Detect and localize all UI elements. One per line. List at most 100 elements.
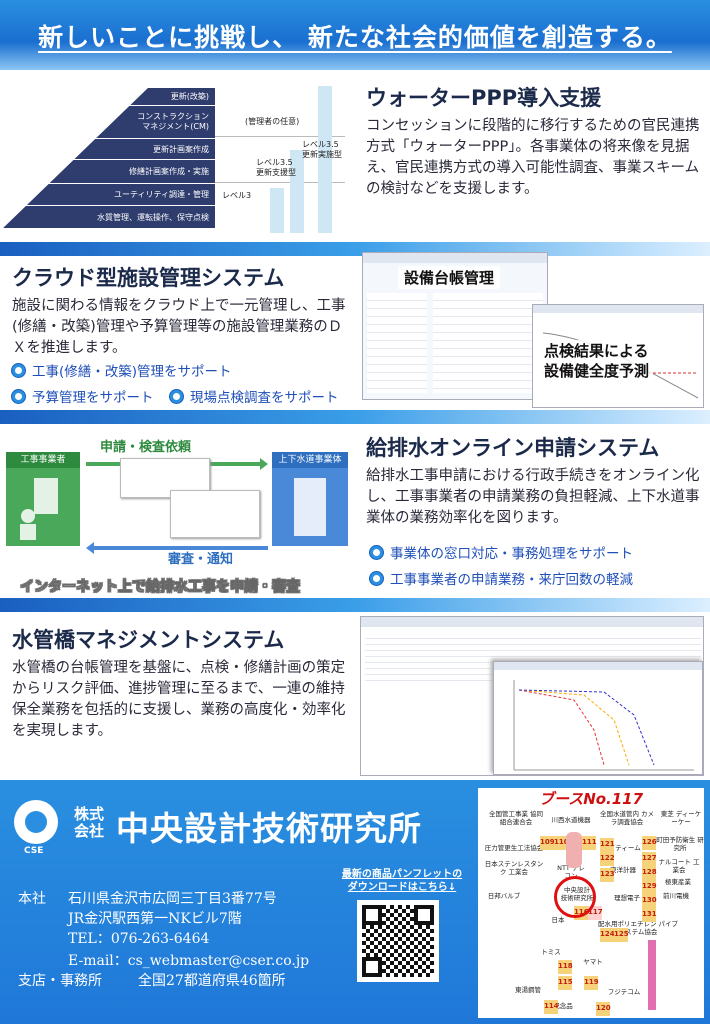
branch-label: 支店・事務所	[18, 973, 102, 989]
ledger-label: 設備台帳管理	[398, 266, 501, 289]
cloud-bullet-1: 工事(修繕・改築)管理をサポート	[12, 360, 232, 380]
cloud-bullet-3: 現場点検調査をサポート	[170, 386, 339, 406]
logo-text: CSE	[24, 846, 44, 856]
utility-label: 上下水道事業体	[272, 452, 348, 468]
map-label: ナルコート 工業会	[658, 858, 700, 874]
pyramid-note-level3: レベル3	[222, 191, 252, 200]
booth-tag: 130	[642, 894, 657, 908]
contractor-icon	[20, 478, 58, 540]
booth-map: ブースNo.117 全国管工事業 協同組合連合会 川西水道機器 全国水道管内 カ…	[478, 788, 704, 1018]
branch-value: 全国27都道府県46箇所	[138, 973, 286, 989]
bullet-icon	[12, 363, 25, 377]
cloud-title: クラウド型施設管理システム	[12, 266, 285, 290]
bridge-screenshot	[360, 616, 704, 776]
booth-tag: 128	[642, 866, 657, 880]
bridge-title: 水管橋マネジメントシステム	[12, 628, 285, 652]
pyramid-note-level35b: レベル3.5 更新実施型	[302, 140, 342, 159]
booth-tag: 120	[596, 1002, 611, 1016]
booth-tag: 125	[614, 928, 629, 942]
bullet-icon	[12, 389, 25, 403]
map-label: 日本ステンレスタンク 工業会	[484, 860, 544, 876]
contractor-box	[6, 468, 80, 546]
section-divider	[0, 598, 710, 612]
booth-tag: 124	[600, 928, 615, 942]
map-label: フジテコム	[607, 988, 641, 996]
page-title: 新しいことに挑戦し、 新たな社会的価値を創造する。	[38, 23, 672, 52]
review-label: 審査・通知	[168, 552, 234, 567]
phone-number: TEL：076-263-6464	[68, 931, 210, 947]
booth-tag: 126	[642, 836, 657, 850]
hq-building: JR金沢駅西第一NKビル7階	[68, 911, 242, 927]
booth-tag: 123	[600, 868, 615, 882]
online-title: 給排水オンライン申請システム	[366, 436, 660, 460]
online-bullet-2: 工事事業者の申請業務・来庁回数の軽減	[370, 568, 633, 588]
health-prediction-label: 点検結果による 設備健全度予測	[540, 340, 654, 382]
section-divider	[0, 410, 710, 424]
booth-tag: 118	[558, 960, 573, 974]
booth-tag: 122	[600, 852, 615, 866]
booth-tag: 115	[558, 976, 573, 990]
building-icon	[294, 478, 326, 536]
booth-tag: 110	[554, 836, 569, 850]
map-label: 記念品	[553, 1002, 573, 1010]
booth-tag: 129	[642, 880, 657, 894]
bridge-body: 水管橋の台帳管理を基盤に、点検・修繕計画の策定からリスク評価、進捗管理に至るまで…	[12, 660, 346, 739]
booth-tag: 131	[642, 908, 657, 922]
ppp-title: ウォーターPPP導入支援	[366, 86, 602, 110]
booth-tag: 114	[544, 1000, 559, 1014]
pamphlet-link-text[interactable]: 最新の商品パンフレットの ダウンロードはこちら↓	[341, 869, 463, 893]
hq-label: 本社	[18, 891, 46, 907]
booth-tag: 109	[540, 836, 555, 850]
cse-logo-icon	[14, 800, 58, 844]
booth-tag: 119	[584, 976, 599, 990]
ppp-pyramid-diagram: 更新(改築) コンストラクション マネジメント(CM) 更新計画案作成 修繕計画…	[0, 78, 350, 238]
map-label: ティーム	[615, 844, 641, 852]
form-mock-2	[170, 490, 260, 538]
bridge-chart-window	[493, 661, 703, 775]
map-label: 全国管工事業 協同組合連合会	[488, 810, 544, 826]
company-name: 中央設計技術研究所	[116, 809, 422, 848]
ppp-body: コンセッションに段階的に移行するための官民連携方式「ウォーターPPP」。各事業体…	[366, 118, 700, 197]
online-caption: インターネット上で給排水工事を申請・審査	[20, 579, 301, 596]
map-label: 配水用ポリエチレン パイプシステム協会	[597, 920, 679, 936]
map-label: トミス	[541, 948, 561, 956]
booth-number: ブースNo.117	[538, 790, 644, 808]
ledger-screenshot	[362, 252, 548, 400]
pyramid-mask	[0, 86, 150, 231]
contractor-label: 工事事業者	[6, 452, 80, 468]
pyramid-tier-5: ユーティリティ調達・管理	[0, 184, 215, 205]
section-divider	[0, 242, 710, 256]
map-label: 日邦バルブ	[487, 892, 521, 900]
hq-address: 石川県金沢市広岡三丁目3番77号	[68, 891, 277, 907]
map-label: 川西水道機器	[551, 816, 591, 824]
booth-highlight-circle	[554, 876, 596, 918]
pointing-hand-icon	[566, 832, 582, 868]
company-type: 株式 会社	[74, 805, 105, 840]
pyramid-tier-6: 水質管理、運転操作、保守点検	[0, 206, 215, 228]
map-label: 東湯鋼管	[515, 986, 541, 994]
email-address[interactable]: E-mail：cs_webmaster@cser.co.jp	[68, 953, 310, 969]
map-label: 圧力管更生工法協会	[484, 844, 544, 852]
utility-box	[272, 468, 348, 546]
pyramid-note-option: (管理者の任意)	[245, 117, 300, 126]
map-label: 前川電機	[663, 892, 689, 900]
header-banner	[0, 0, 710, 70]
online-diagram: 工事事業者 上下水道事業体 申請・検査依頼 審査・通知 インターネット上で給排水…	[0, 430, 350, 600]
map-label: 日本	[551, 916, 565, 924]
bridge-chart	[513, 680, 694, 771]
map-label: 東洋計器	[610, 866, 636, 874]
online-body: 給排水工事申請における行政手続きをオンライン化し、工事事業者の申請業務の負担軽減…	[366, 468, 700, 526]
map-wall	[648, 940, 656, 1010]
bullet-icon	[370, 571, 383, 585]
bullet-icon	[170, 389, 183, 403]
booth-tag: 127	[642, 852, 657, 866]
map-label: 町田予防衛生 研究所	[656, 836, 704, 852]
cloud-bullet-2: 予算管理をサポート	[12, 386, 154, 406]
bullet-icon	[370, 545, 383, 559]
map-label: 東芝 ディーケーケー	[660, 810, 702, 826]
online-bullet-1: 事業体の窓口対応・事務処理をサポート	[370, 542, 633, 562]
cloud-body: 施設に関わる情報をクラウド上で一元管理し、工事(修繕・改築)管理や予算管理等の施…	[12, 298, 346, 356]
map-label: 全国水道管内 カメラ調査協会	[599, 810, 655, 826]
map-label: ヤマト	[583, 958, 603, 966]
qr-code[interactable]	[357, 900, 439, 982]
